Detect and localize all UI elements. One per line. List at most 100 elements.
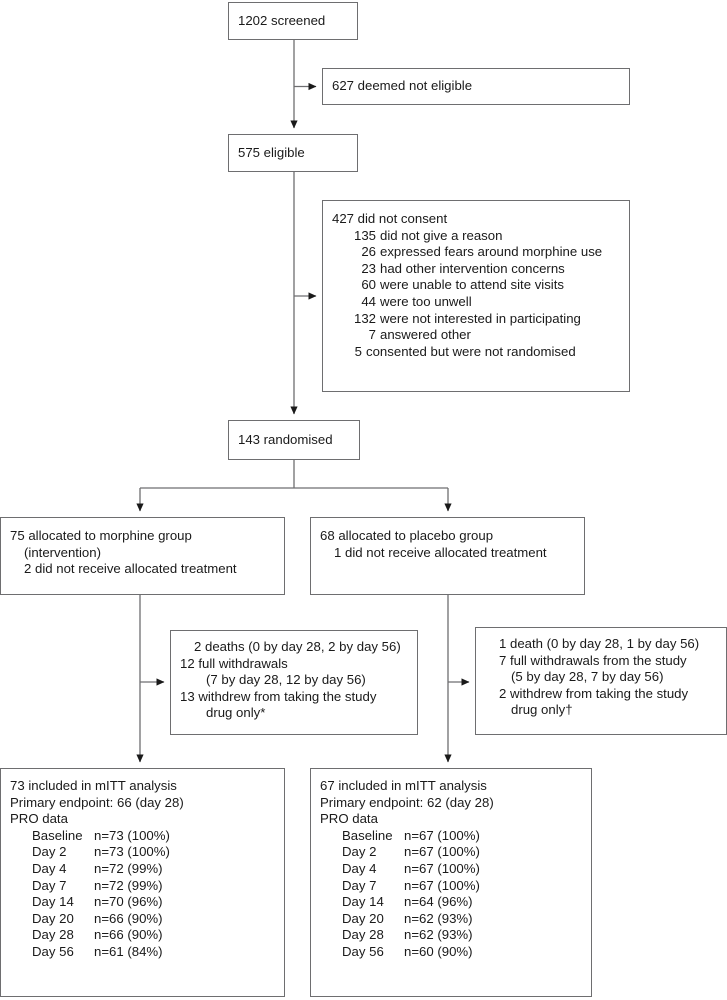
allocation-left-line3: 2 did not receive allocated treatment	[24, 561, 237, 577]
withdrawal-right-line1: 1 death (0 by day 28, 1 by day 56)	[499, 636, 700, 651]
pro-label: Day 4	[342, 860, 377, 876]
eligible-box: 575 eligible	[228, 134, 358, 172]
reason-count: 132	[353, 310, 376, 326]
withdrawal-left-line3: (7 by day 28, 12 by day 56)	[206, 672, 366, 688]
eligible-label: 575 eligible	[238, 144, 305, 160]
allocation-left-line1: 75 allocated to morphine group	[10, 528, 192, 543]
withdrawal-left-line2: 12 full withdrawals	[180, 655, 288, 671]
pro-label: Day 28	[342, 927, 384, 943]
allocation-right-line1: 68 allocated to placebo group	[320, 528, 494, 543]
analysis-right-line3: PRO data	[320, 811, 378, 827]
analysis-left-box: 73 included in mITT analysis Primary end…	[0, 768, 285, 997]
pro-value: n=67 (100%)	[404, 827, 480, 843]
pro-data-row: Day 28 n=62 (93%)	[320, 927, 583, 944]
pro-data-row: Day 20 n=62 (93%)	[320, 911, 583, 928]
analysis-right-box: 67 included in mITT analysis Primary end…	[310, 768, 592, 997]
pro-value: n=61 (84%)	[94, 943, 163, 959]
reason-count: 44	[361, 293, 376, 309]
analysis-left-line2: Primary endpoint: 66 (day 28)	[10, 794, 184, 810]
pro-label: Day 7	[32, 877, 67, 893]
analysis-right-line2: Primary endpoint: 62 (day 28)	[320, 794, 494, 810]
pro-data-row: Day 20 n=66 (90%)	[10, 911, 276, 928]
pro-data-row: Day 56 n=60 (90%)	[320, 944, 583, 961]
not-eligible-label: 627 deemed not eligible	[332, 78, 473, 94]
reason-count: 60	[361, 277, 376, 293]
reason-text: were too unwell	[380, 293, 472, 309]
pro-data-row: Baseline n=67 (100%)	[320, 828, 583, 845]
pro-label: Baseline	[342, 827, 393, 843]
withdrawal-right-line2: 7 full withdrawals from the study	[499, 652, 687, 668]
withdrawal-right-line3: (5 by day 28, 7 by day 56)	[511, 669, 664, 685]
pro-value: n=67 (100%)	[404, 877, 480, 893]
pro-value: n=70 (96%)	[94, 894, 163, 910]
pro-label: Day 14	[342, 894, 384, 910]
pro-label: Day 7	[342, 877, 377, 893]
allocation-left-box: 75 allocated to morphine group (interven…	[0, 517, 285, 595]
reason-count: 135	[353, 227, 376, 243]
withdrawal-left-line1: 2 deaths (0 by day 28, 2 by day 56)	[194, 639, 401, 654]
allocation-right-box: 68 allocated to placebo group 1 did not …	[310, 517, 585, 595]
allocation-right-line2: 1 did not receive allocated treatment	[334, 544, 547, 560]
pro-value: n=72 (99%)	[94, 877, 163, 893]
pro-value: n=67 (100%)	[404, 844, 480, 860]
pro-value: n=72 (99%)	[94, 860, 163, 876]
screened-box: 1202 screened	[228, 2, 358, 40]
pro-value: n=60 (90%)	[404, 943, 473, 959]
withdrawal-left-line5: drug only*	[206, 705, 266, 721]
pro-label: Baseline	[32, 827, 83, 843]
pro-label: Day 56	[342, 943, 384, 959]
pro-label: Day 28	[32, 927, 74, 943]
pro-data-row: Day 14 n=64 (96%)	[320, 894, 583, 911]
analysis-left-line3: PRO data	[10, 811, 68, 827]
pro-label: Day 4	[32, 860, 67, 876]
pro-data-row: Day 56 n=61 (84%)	[10, 944, 276, 961]
pro-data-row: Day 7 n=72 (99%)	[10, 878, 276, 895]
reason-count: 23	[361, 260, 376, 276]
pro-data-row: Day 4 n=72 (99%)	[10, 861, 276, 878]
pro-value: n=67 (100%)	[404, 860, 480, 876]
pro-data-row: Day 7 n=67 (100%)	[320, 878, 583, 895]
allocation-left-line2: (intervention)	[24, 544, 101, 560]
not-eligible-box: 627 deemed not eligible	[322, 68, 630, 105]
pro-label: Day 14	[32, 894, 74, 910]
pro-label: Day 2	[342, 844, 377, 860]
pro-label: Day 56	[32, 943, 74, 959]
withdrawal-right-box: 1 death (0 by day 28, 1 by day 56) 7 ful…	[475, 627, 727, 735]
withdrawal-left-box: 2 deaths (0 by day 28, 2 by day 56) 12 f…	[170, 630, 418, 735]
reason-text: answered other	[380, 327, 471, 343]
pro-value: n=66 (90%)	[94, 910, 163, 926]
reason-text: were not interested in participating	[380, 310, 581, 326]
pro-data-row: Day 2 n=67 (100%)	[320, 844, 583, 861]
pro-label: Day 20	[32, 910, 74, 926]
reason-count: 26	[361, 244, 376, 260]
analysis-right-line1: 67 included in mITT analysis	[320, 778, 487, 793]
withdrawal-right-line5: drug only†	[511, 702, 573, 718]
withdrawal-right-line4: 2 withdrew from taking the study	[499, 685, 689, 701]
pro-value: n=64 (96%)	[404, 894, 473, 910]
reason-text: had other intervention concerns	[380, 260, 565, 276]
pro-data-row: Day 4 n=67 (100%)	[320, 861, 583, 878]
reason-text: did not give a reason	[380, 227, 503, 243]
pro-label: Day 2	[32, 844, 67, 860]
not-consent-header: 427 did not consent	[332, 211, 448, 226]
footer-count: 5	[354, 343, 362, 359]
analysis-left-line1: 73 included in mITT analysis	[10, 778, 177, 793]
reason-text: expressed fears around morphine use	[380, 244, 603, 260]
footer-text: consented but were not randomised	[366, 343, 576, 359]
pro-value: n=62 (93%)	[404, 910, 473, 926]
randomised-label: 143 randomised	[238, 431, 333, 447]
pro-value: n=62 (93%)	[404, 927, 473, 943]
pro-label: Day 20	[342, 910, 384, 926]
